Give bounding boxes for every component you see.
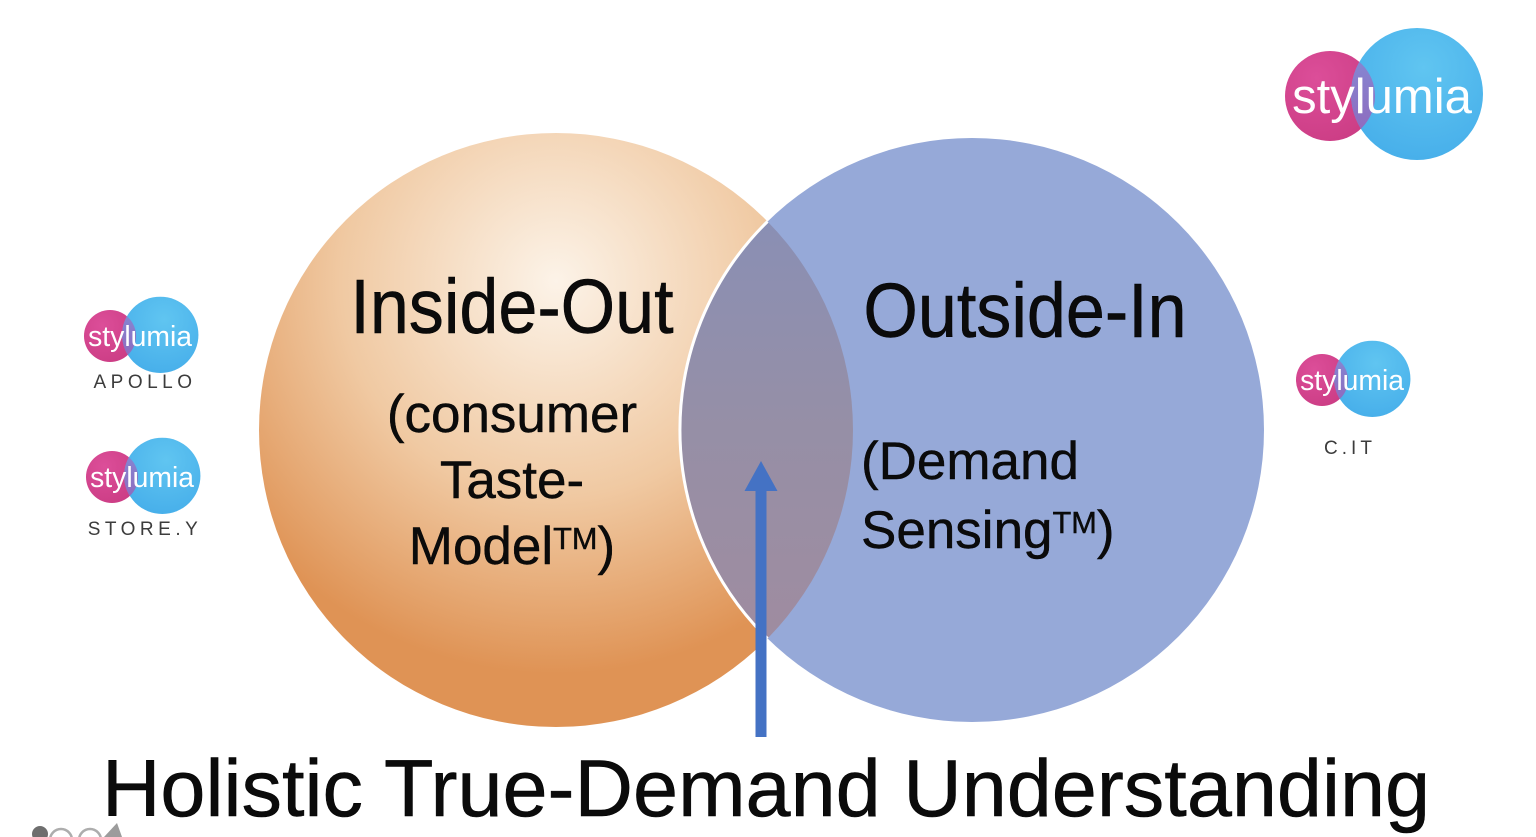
stylumia-logo-main (1285, 28, 1483, 160)
sub-line-3: ModelTM) (408, 517, 616, 576)
inside-out-subtitle: (consumer Taste- ModelTM) (332, 382, 692, 587)
outside-in-title: Outside-In (863, 268, 1187, 355)
sub-line-1: (Demand (861, 432, 1079, 491)
slideshow-controls[interactable] (32, 823, 122, 837)
slide-caption: Holistic True-Demand Understanding (101, 744, 1431, 835)
control-circle-icon[interactable] (49, 827, 73, 837)
overlap-divider-line (678, 220, 769, 640)
trademark-superscript: TM (1052, 505, 1097, 541)
storey-label: STORE.Y (87, 519, 203, 540)
inside-out-title: Inside-Out (350, 264, 674, 351)
sub-line-2: SensingTM) (861, 501, 1115, 560)
up-arrow (744, 461, 778, 737)
cit-label: C.IT (1324, 438, 1376, 459)
outside-in-subtitle: (Demand SensingTM) (861, 427, 1115, 572)
stylumia-logo-storey (86, 438, 200, 514)
stylumia-logo-apollo (84, 297, 198, 373)
sub-line-2: Taste- (439, 451, 585, 510)
stylumia-logo-cit (1296, 341, 1410, 417)
inside-out-circle (259, 133, 853, 727)
pointer-icon[interactable] (104, 823, 122, 837)
trademark-superscript: TM (553, 521, 598, 557)
apollo-label: APOLLO (93, 372, 197, 393)
venn-overlap-region (679, 221, 853, 639)
sub-line-1: (consumer (386, 385, 638, 444)
outside-in-circle (680, 138, 1264, 722)
control-circle-icon-2[interactable] (78, 827, 102, 837)
pen-icon[interactable] (32, 826, 48, 837)
